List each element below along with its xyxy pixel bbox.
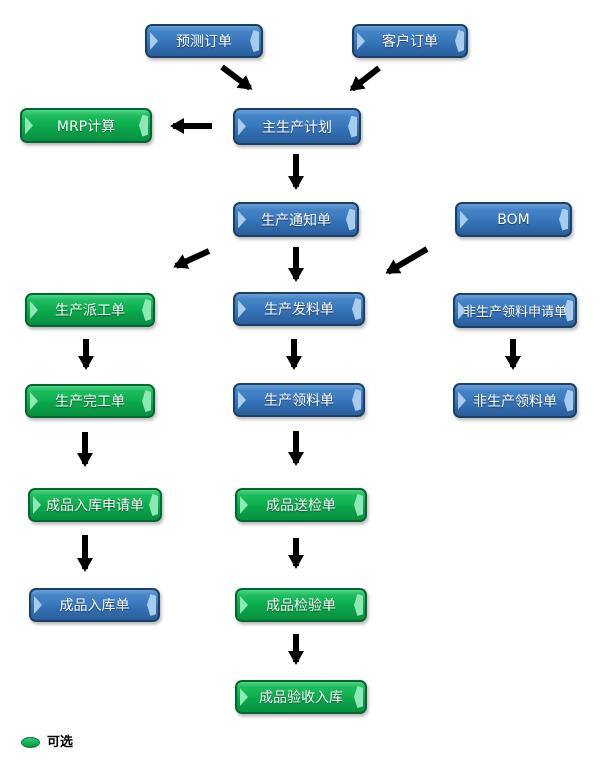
node-label: 成品入库单: [59, 598, 130, 614]
bevel-left-icon: [238, 391, 246, 409]
bevel-left-icon: [25, 116, 33, 135]
node-label: 预测订单: [176, 34, 232, 50]
bevel-left-icon: [30, 392, 38, 410]
node-production-picking-order: 生产领料单: [233, 383, 365, 417]
node-label: 主生产计划: [262, 119, 332, 136]
bevel-right-icon: [348, 115, 357, 138]
node-label: 生产完工单: [55, 394, 125, 410]
arrow-forecast-to-mps: [220, 64, 253, 91]
node-mrp-calculation: MRP计算: [20, 108, 152, 143]
bevel-left-icon: [33, 496, 41, 514]
arrow-notice-to-dispatch: [173, 248, 211, 269]
bevel-left-icon: [240, 596, 248, 614]
bevel-left-icon: [458, 301, 466, 320]
node-label: 生产领料单: [264, 393, 334, 409]
node-label: 非生产领料单: [473, 393, 557, 410]
legend: 可选: [21, 736, 73, 749]
bevel-right-icon: [354, 594, 363, 616]
bevel-left-icon: [238, 117, 246, 136]
bevel-left-icon: [240, 688, 248, 706]
bevel-right-icon: [142, 299, 151, 321]
bevel-right-icon: [346, 208, 355, 231]
bevel-left-icon: [458, 391, 466, 410]
bevel-right-icon: [354, 494, 363, 516]
bevel-right-icon: [455, 30, 464, 52]
node-bom: BOM: [455, 202, 572, 237]
node-label: 生产通知单: [261, 212, 331, 229]
node-production-completion-order: 生产完工单: [25, 384, 155, 418]
node-finished-goods-inspection-order: 成品检验单: [235, 588, 367, 622]
node-forecast-order: 预测订单: [145, 24, 263, 58]
bevel-right-icon: [250, 30, 259, 52]
node-finished-goods-warehousing-order: 成品入库单: [29, 588, 160, 622]
node-production-issue-order: 生产发料单: [233, 292, 365, 326]
bevel-left-icon: [240, 496, 248, 514]
bevel-right-icon: [142, 390, 151, 412]
node-customer-order: 客户订单: [352, 24, 468, 58]
node-label: 成品验收入库: [259, 690, 343, 706]
node-finished-goods-acceptance-warehousing: 成品验收入库: [235, 680, 367, 714]
node-finished-goods-delivery-inspection: 成品送检单: [235, 488, 367, 522]
bevel-left-icon: [357, 32, 365, 50]
bevel-right-icon: [564, 389, 573, 412]
bevel-right-icon: [147, 594, 156, 616]
node-master-production-plan: 主生产计划: [233, 108, 361, 145]
bevel-right-icon: [352, 389, 361, 411]
node-label: 生产发料单: [264, 302, 334, 318]
node-label: BOM: [497, 211, 530, 228]
node-label: 成品入库申请单: [46, 498, 144, 514]
bevel-right-icon: [352, 298, 361, 320]
optional-legend-dot-icon: [21, 737, 40, 748]
bevel-right-icon: [564, 299, 573, 322]
node-non-production-picking-request: 非生产领料申请单: [453, 293, 577, 328]
node-finished-goods-warehousing-request: 成品入库申请单: [28, 488, 162, 522]
bevel-right-icon: [354, 686, 363, 708]
node-production-dispatch-order: 生产派工单: [25, 293, 155, 327]
bevel-left-icon: [460, 210, 468, 229]
bevel-left-icon: [30, 301, 38, 319]
bevel-left-icon: [238, 210, 246, 229]
arrow-customer-to-mps: [349, 65, 381, 92]
node-non-production-picking-order: 非生产领料单: [453, 383, 577, 418]
arrow-bom-to-issue: [385, 246, 429, 275]
node-label: 非生产领料申请单: [462, 305, 567, 320]
bevel-left-icon: [34, 596, 42, 614]
node-label: MRP计算: [56, 118, 116, 135]
bevel-right-icon: [559, 208, 568, 231]
bevel-right-icon: [139, 114, 148, 137]
node-label: 客户订单: [382, 34, 438, 50]
bevel-right-icon: [149, 494, 158, 516]
optional-legend-label: 可选: [47, 735, 74, 750]
node-label: 成品送检单: [266, 498, 336, 514]
node-production-notice-order: 生产通知单: [233, 202, 359, 237]
node-label: 成品检验单: [266, 598, 336, 614]
bevel-left-icon: [150, 32, 158, 50]
node-label: 生产派工单: [55, 303, 125, 319]
bevel-left-icon: [238, 300, 246, 318]
